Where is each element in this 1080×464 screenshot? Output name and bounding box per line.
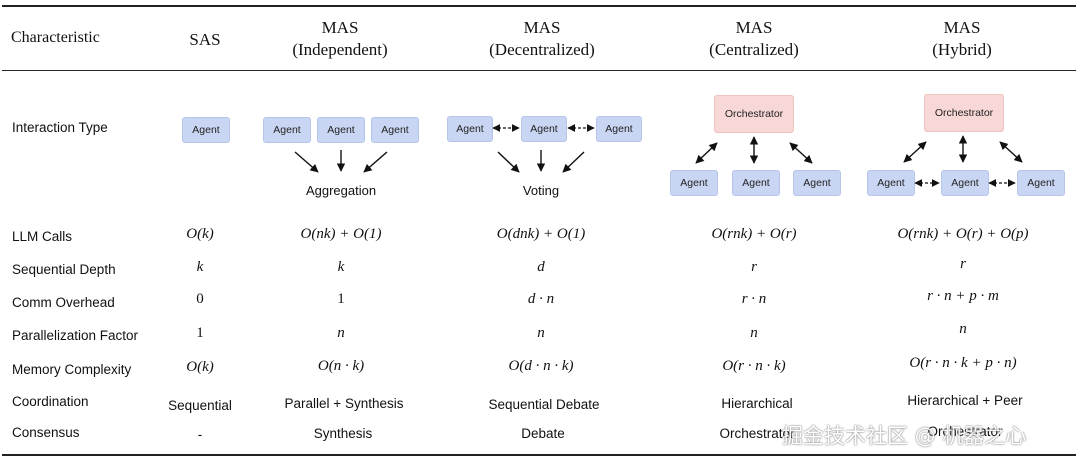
cell-depth-decentralized: d <box>537 259 545 275</box>
centralized-agent-box: Agent <box>793 170 841 196</box>
header-mas-hybrid: MAS (Hybrid) <box>882 17 1042 61</box>
cell-consensus-centralized: Orchestrator <box>719 426 795 441</box>
cell-consensus-decentralized: Debate <box>521 426 565 441</box>
header-title: MAS <box>523 18 561 37</box>
cell-llm-calls-independent: O(nk) + O(1) <box>300 226 382 242</box>
cell-comm-independent: 1 <box>337 291 345 307</box>
decentralized-agent-box: Agent <box>521 116 567 142</box>
cell-memory-sas: O(k) <box>186 359 214 375</box>
header-subtitle: (Independent) <box>292 40 388 59</box>
cell-parallel-independent: n <box>337 325 345 341</box>
cell-parallel-hybrid: n <box>959 321 967 337</box>
cell-memory-decentralized: O(d · n · k) <box>508 358 574 374</box>
header-mas-centralized: MAS (Centralized) <box>674 17 834 61</box>
cell-depth-centralized: r <box>751 259 757 275</box>
voting-arrow <box>497 151 520 173</box>
aggregation-arrow <box>294 151 319 173</box>
centralized-agent-box: Agent <box>732 170 780 196</box>
hybrid-orchestrator-box: Orchestrator <box>924 94 1004 132</box>
row-label-consensus: Consensus <box>12 425 80 440</box>
header-mas-decentralized: MAS (Decentralized) <box>462 17 622 61</box>
header-subtitle: (Decentralized) <box>489 40 595 59</box>
cell-depth-independent: k <box>337 259 345 275</box>
header-title: MAS <box>943 18 981 37</box>
cell-consensus-sas: - <box>197 427 203 442</box>
cell-comm-hybrid: r · n + p · m <box>927 288 999 304</box>
row-label-sequential-depth: Sequential Depth <box>12 262 116 277</box>
decentralized-agent-box: Agent <box>447 116 493 142</box>
voting-caption: Voting <box>522 183 560 198</box>
header-mas-independent: MAS (Independent) <box>260 17 420 61</box>
header-subtitle: (Hybrid) <box>932 40 992 59</box>
centralized-orchestrator-box: Orchestrator <box>714 95 794 133</box>
cell-llm-calls-sas: O(k) <box>186 226 214 242</box>
header-rule <box>2 70 1076 71</box>
cell-parallel-sas: 1 <box>196 325 204 341</box>
row-label-coordination: Coordination <box>12 394 89 409</box>
top-rule <box>2 5 1076 7</box>
cell-comm-centralized: r · n <box>741 291 767 307</box>
row-label-interaction-type: Interaction Type <box>12 120 108 135</box>
cell-comm-sas: 0 <box>196 291 204 307</box>
bottom-rule <box>2 454 1076 456</box>
decentralized-agent-box: Agent <box>596 116 642 142</box>
hybrid-agent-box: Agent <box>1017 170 1065 196</box>
cell-comm-decentralized: d · n <box>527 291 555 307</box>
cell-coordination-independent: Parallel + Synthesis <box>284 396 404 411</box>
header-characteristic: Characteristic <box>11 29 100 46</box>
header-sas: SAS <box>160 29 250 51</box>
orchestrator-arrow <box>999 141 1023 163</box>
hybrid-agent-box: Agent <box>941 170 989 196</box>
aggregation-arrow <box>363 151 388 173</box>
cell-coordination-decentralized: Sequential Debate <box>488 397 600 412</box>
header-title: MAS <box>321 18 359 37</box>
header-title: MAS <box>735 18 773 37</box>
cell-coordination-centralized: Hierarchical <box>721 396 793 411</box>
cell-llm-calls-centralized: O(rnk) + O(r) <box>711 226 797 242</box>
independent-agent-box: Agent <box>317 117 365 143</box>
cell-coordination-sas: Sequential <box>168 398 232 413</box>
watermark: 掘金技术社区 @ 机器之心 <box>782 424 1027 448</box>
hybrid-agent-box: Agent <box>867 170 915 196</box>
cell-coordination-hybrid: Hierarchical + Peer <box>907 393 1023 408</box>
row-label-memory-complexity: Memory Complexity <box>12 362 132 377</box>
aggregation-caption: Aggregation <box>305 183 377 198</box>
cell-memory-centralized: O(r · n · k) <box>722 358 786 374</box>
voting-arrow <box>562 151 585 173</box>
orchestrator-arrow <box>695 142 718 164</box>
orchestrator-arrow <box>789 142 813 164</box>
cell-consensus-hybrid: Orchestrator <box>927 424 1003 439</box>
cell-memory-hybrid: O(r · n · k + p · n) <box>909 355 1017 371</box>
cell-consensus-independent: Synthesis <box>313 426 373 441</box>
cell-llm-calls-decentralized: O(dnk) + O(1) <box>496 226 586 242</box>
cell-parallel-centralized: n <box>750 325 758 341</box>
cell-depth-sas: k <box>196 259 204 275</box>
header-sas-title: SAS <box>189 30 221 49</box>
centralized-agent-box: Agent <box>670 170 718 196</box>
row-label-parallelization-factor: Parallelization Factor <box>12 328 139 343</box>
cell-memory-independent: O(n · k) <box>317 358 365 374</box>
sas-agent-box: Agent <box>182 117 230 143</box>
row-label-comm-overhead: Comm Overhead <box>12 295 115 310</box>
independent-agent-box: Agent <box>371 117 419 143</box>
row-label-llm-calls: LLM Calls <box>12 229 73 244</box>
cell-llm-calls-hybrid: O(rnk) + O(r) + O(p) <box>897 226 1029 242</box>
header-subtitle: (Centralized) <box>709 40 799 59</box>
cell-parallel-decentralized: n <box>537 325 545 341</box>
cell-depth-hybrid: r <box>960 256 966 272</box>
independent-agent-box: Agent <box>263 117 311 143</box>
orchestrator-arrow <box>903 141 927 163</box>
